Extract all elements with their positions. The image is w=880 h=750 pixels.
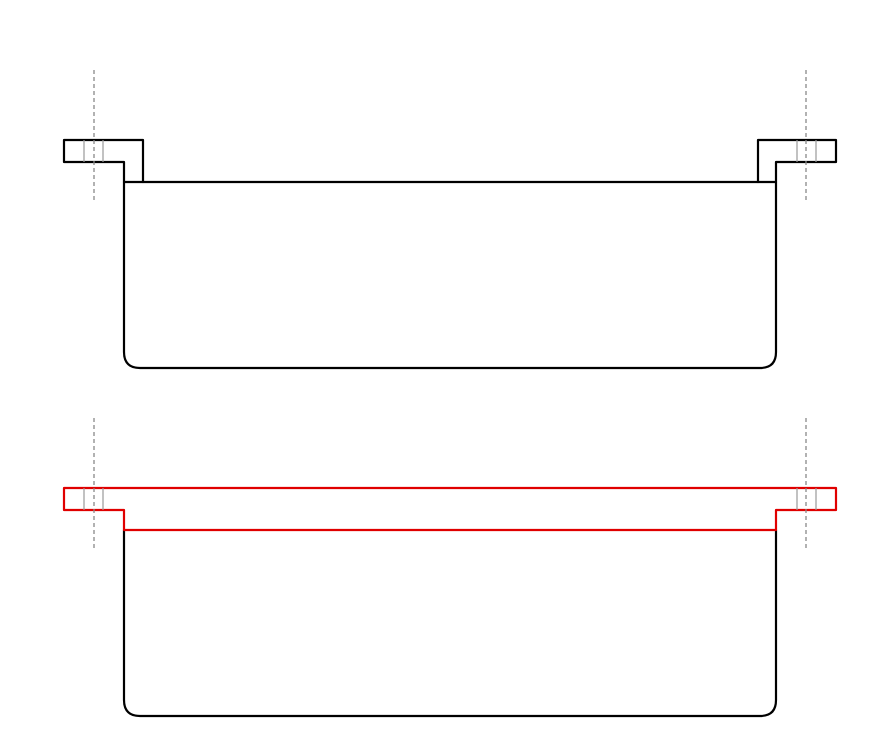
view-bottom: [62, 418, 838, 718]
view-top: [62, 70, 838, 370]
continuous-flange-frame: [62, 486, 838, 532]
left-bolt-hole-bottom: [83, 488, 104, 510]
right-bolt-hole-top: [796, 140, 817, 162]
tub-body-bottom: [122, 528, 778, 718]
left-bolt-hole-top: [83, 140, 104, 162]
right-flange-bracket-top: [756, 138, 838, 184]
left-flange-bracket-top: [62, 138, 145, 184]
right-bolt-hole-bottom: [796, 488, 817, 510]
tub-body-top: [122, 180, 778, 370]
